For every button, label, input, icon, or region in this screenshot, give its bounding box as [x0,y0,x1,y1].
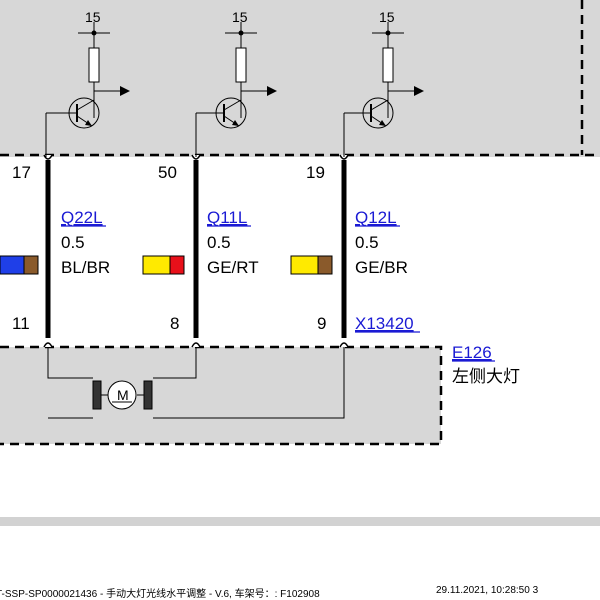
motor-symbol: M [117,387,129,403]
component-name: 左侧大灯 [452,367,520,386]
wire-id-link-2[interactable]: Q11L [207,208,247,227]
supply-label-1: 15 [85,9,101,25]
leveling-motor-circuit [47,347,345,419]
wire-gauge-1: 0.5 [61,233,85,252]
wire-swatch-3 [290,255,333,275]
transistor-driver-2 [195,22,277,157]
pin-bottom-3: 9 [317,314,326,333]
control-unit-panel [0,0,600,157]
supply-label-2: 15 [232,9,248,25]
wire-gauge-2: 0.5 [207,233,231,252]
wire-id-link-1[interactable]: Q22L [61,208,103,227]
pin-bottom-1: 11 [12,314,30,333]
pin-bottom-2: 8 [170,314,179,333]
wire-color-3: GE/BR [355,258,408,277]
wire-color-1: BL/BR [61,258,110,277]
document-footer: T-SSP-SP0000021436 - 手动大灯光线水平调整 - V.6, 车… [0,585,600,600]
wire-id-link-3[interactable]: Q12L [355,208,397,227]
footer-document-info: T-SSP-SP0000021436 - 手动大灯光线水平调整 - V.6, 车… [0,589,320,600]
transistor-driver-3 [343,22,424,157]
wire-color-2: GE/RT [207,258,259,277]
headlight-border [0,345,443,446]
footer-band [0,517,600,526]
headlight-panel [0,347,441,444]
connector-id-link[interactable]: X13420 [355,314,414,333]
supply-label-3: 15 [379,9,395,25]
pin-top-1: 17 [12,163,31,182]
transistor-driver-1 [45,22,130,157]
footer-timestamp: 29.11.2021, 10:28:50 3 [436,585,539,596]
connector-bars [43,154,349,348]
pin-top-3: 19 [306,163,325,182]
wire-swatch-2 [142,255,185,275]
wire-swatch-partial [0,255,39,275]
wire-gauge-3: 0.5 [355,233,379,252]
component-id-link[interactable]: E126 [452,343,492,362]
pin-top-2: 50 [158,163,177,182]
